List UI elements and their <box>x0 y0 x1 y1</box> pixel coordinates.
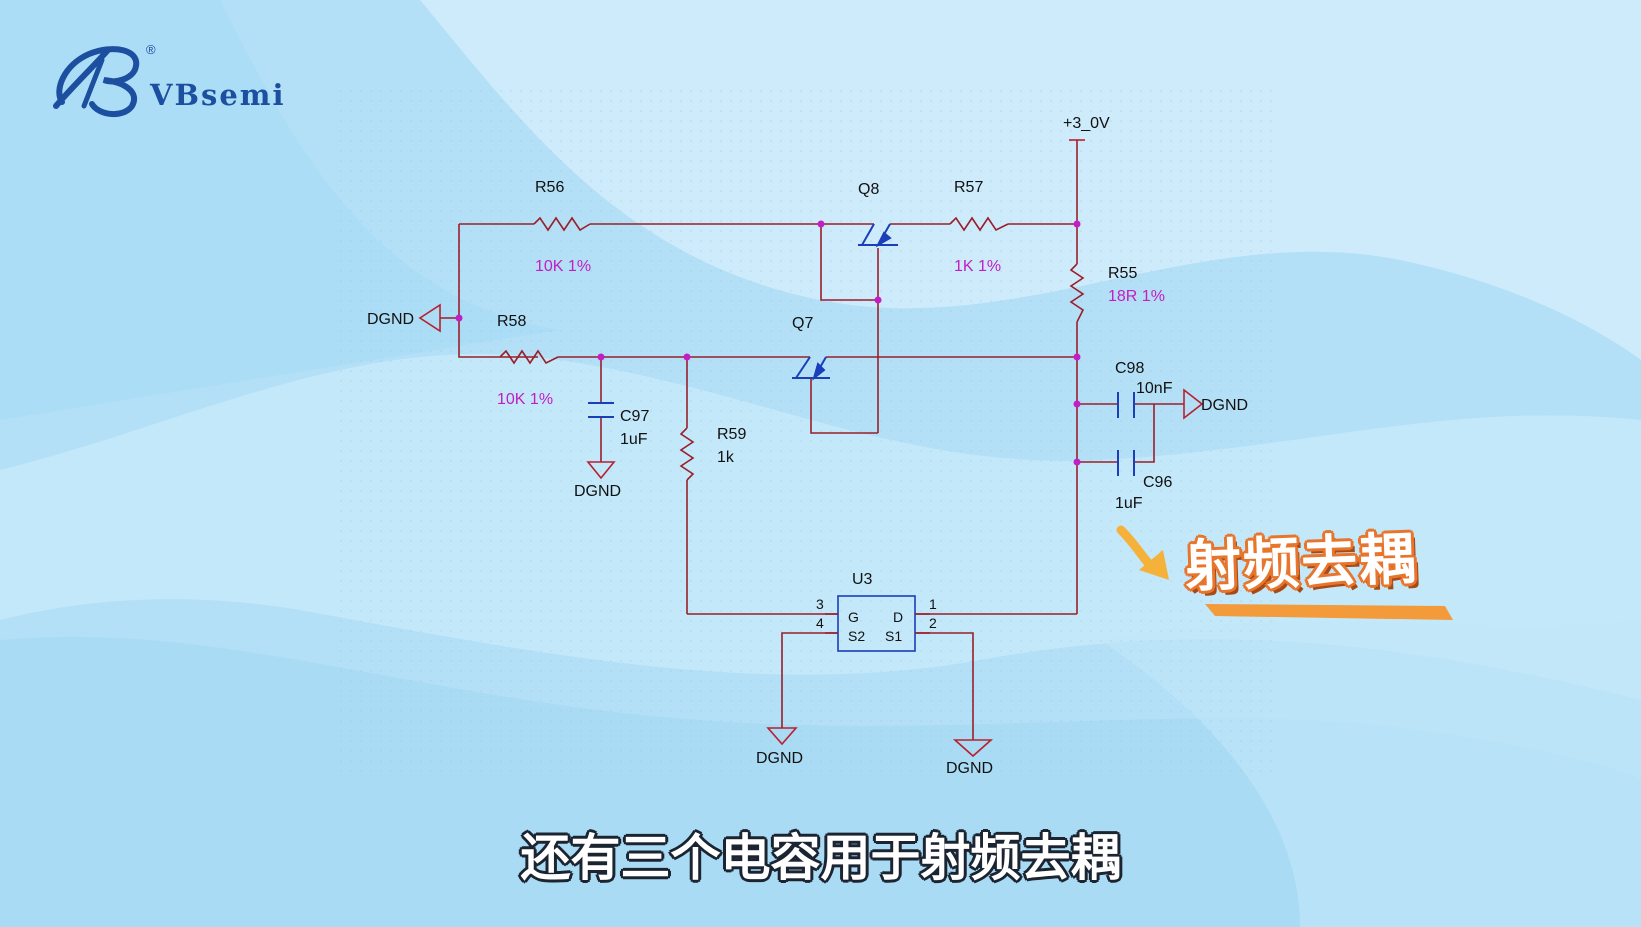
resistor-r56 <box>533 216 591 232</box>
ground-symbol-u3-left <box>766 727 798 746</box>
resistor-r57 <box>949 216 1009 232</box>
vbsemi-logo <box>53 46 140 117</box>
r58-value: 10K 1% <box>497 391 553 408</box>
r55-value: 18R 1% <box>1108 288 1165 305</box>
q7-ref: Q7 <box>792 315 813 332</box>
ground-label-c97: DGND <box>574 483 621 500</box>
junctions <box>455 220 1081 466</box>
u3-pin-s1: S1 <box>885 628 902 644</box>
ground-symbol-left <box>418 303 441 333</box>
schematic-grid <box>335 85 1280 775</box>
ground-label-u3-left: DGND <box>756 750 803 767</box>
u3-pin-s2: S2 <box>848 628 865 644</box>
ground-label-c98: DGND <box>1201 397 1248 414</box>
resistors <box>499 216 1085 481</box>
registered-mark: ® <box>146 42 156 57</box>
r59-value: 1k <box>717 449 735 466</box>
resistor-r59 <box>679 427 695 481</box>
underline-accent <box>1205 604 1453 620</box>
callout-graphic <box>1116 525 1453 620</box>
c98-ref: C98 <box>1115 360 1144 377</box>
u3-ref: U3 <box>852 571 873 588</box>
transistor-q7 <box>792 356 830 381</box>
capacitor-c96 <box>1117 450 1135 476</box>
r55-ref: R55 <box>1108 265 1137 282</box>
power-label: +3_0V <box>1063 115 1110 132</box>
arrow-head <box>1139 550 1169 580</box>
c96-value: 1uF <box>1115 495 1143 512</box>
u3-pin-1: 1 <box>929 596 937 612</box>
capacitors <box>588 392 1135 476</box>
r59-ref: R59 <box>717 426 746 443</box>
ground-label-left: DGND <box>367 311 414 328</box>
r56-value: 10K 1% <box>535 258 591 275</box>
ground-symbol-c97 <box>586 461 616 480</box>
subtitle-caption: 还有三个电容用于射频去耦 <box>520 829 1121 887</box>
ground-symbol-u3-right <box>952 739 994 758</box>
brand-name: VBsemi <box>150 78 286 112</box>
c96-ref: C96 <box>1143 474 1172 491</box>
u3-pin-4: 4 <box>816 615 824 631</box>
r58-ref: R58 <box>497 313 526 330</box>
capacitor-c98 <box>1117 392 1135 418</box>
r57-value: 1K 1% <box>954 258 1001 275</box>
u3-pin-d: D <box>893 609 903 625</box>
callout-text: 射频去耦 <box>1184 526 1419 601</box>
wires <box>440 140 1184 740</box>
r56-ref: R56 <box>535 179 564 196</box>
ground-symbols <box>418 303 1204 758</box>
q8-ref: Q8 <box>858 181 879 198</box>
resistor-r58 <box>499 349 559 365</box>
resistor-r55 <box>1069 263 1085 323</box>
chip-u3 <box>837 595 916 652</box>
c98-value: 10nF <box>1136 380 1173 397</box>
curved-arrow-icon <box>1116 525 1156 571</box>
ground-symbol-c98 <box>1183 388 1204 420</box>
u3-pin-2: 2 <box>929 615 937 631</box>
capacitor-c97 <box>588 402 614 418</box>
u3-pin-g: G <box>848 609 859 625</box>
transistor-q8 <box>858 223 898 248</box>
u3-pin-3: 3 <box>816 596 824 612</box>
ground-label-u3-right: DGND <box>946 760 993 777</box>
c97-value: 1uF <box>620 431 648 448</box>
c97-ref: C97 <box>620 408 649 425</box>
r57-ref: R57 <box>954 179 983 196</box>
